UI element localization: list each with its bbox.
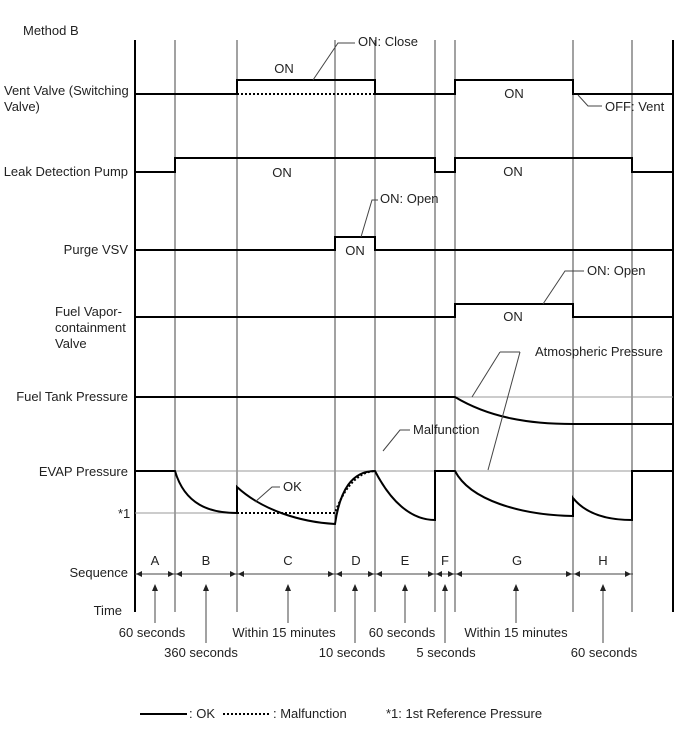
- duration-a: 60 seconds: [119, 625, 186, 640]
- purge-on-label: ON: [345, 243, 365, 258]
- legend-note: *1: 1st Reference Pressure: [386, 706, 542, 721]
- vapor-on-label: ON: [503, 309, 523, 324]
- durations: 60 seconds 360 seconds Within 15 minutes…: [119, 625, 638, 660]
- duration-e: 60 seconds: [369, 625, 436, 640]
- legend-malfunction-text: : Malfunction: [273, 706, 347, 721]
- sequence-letters: A B C D E F G H: [146, 553, 612, 569]
- on-close-label: ON: Close: [358, 34, 418, 49]
- off-vent-label: OFF: Vent: [605, 99, 665, 114]
- duration-f: 5 seconds: [416, 645, 476, 660]
- evap-pressure-signal: OK Malfunction: [135, 422, 673, 526]
- method-title: Method B: [23, 23, 79, 38]
- seq-f: F: [441, 553, 449, 568]
- seq-d: D: [351, 553, 360, 568]
- seq-c: C: [283, 553, 292, 568]
- legend: : OK : Malfunction *1: 1st Reference Pre…: [140, 706, 542, 721]
- fuel-vapor-valve-signal: ON ON: Open: [135, 263, 673, 324]
- legend-ok-text: : OK: [189, 706, 215, 721]
- duration-d: 10 seconds: [319, 645, 386, 660]
- reference-marker: *1: [118, 506, 130, 521]
- sequence-arrows: [135, 571, 633, 577]
- seq-e: E: [401, 553, 410, 568]
- time-label: Time: [94, 603, 122, 618]
- pump-on-label-1: ON: [272, 165, 292, 180]
- vent-valve-label-2: Valve): [4, 99, 40, 114]
- seq-a: A: [151, 553, 160, 568]
- fuel-vapor-valve-label-3: Valve: [55, 336, 87, 351]
- fuel-tank-pressure-label: Fuel Tank Pressure: [16, 389, 128, 404]
- malfunction-label: Malfunction: [413, 422, 479, 437]
- seq-h: H: [598, 553, 607, 568]
- pump-on-label-2: ON: [503, 164, 523, 179]
- purge-vsv-signal: ON ON: Open: [135, 191, 673, 258]
- on-open-label-2: ON: Open: [587, 263, 646, 278]
- seq-g: G: [512, 553, 522, 568]
- sequence-row: A B C D E F G H: [135, 553, 633, 577]
- duration-b: 360 seconds: [164, 645, 238, 660]
- sequence-label: Sequence: [69, 565, 128, 580]
- duration-g: Within 15 minutes: [464, 625, 568, 640]
- duration-h: 60 seconds: [571, 645, 638, 660]
- on-open-label-1: ON: Open: [380, 191, 439, 206]
- vent-on-label-1: ON: [274, 61, 294, 76]
- seq-b: B: [202, 553, 211, 568]
- duration-c: Within 15 minutes: [232, 625, 336, 640]
- frame-lines: [134, 40, 674, 612]
- vent-on-label-2: ON: [504, 86, 524, 101]
- leak-pump-signal: ON ON: [135, 157, 673, 180]
- vent-valve-signal: ON ON ON: Close OFF: Vent: [135, 34, 673, 114]
- purge-vsv-label: Purge VSV: [64, 242, 129, 257]
- ok-label: OK: [283, 479, 302, 494]
- leak-pump-label: Leak Detection Pump: [4, 164, 128, 179]
- row-labels: Vent Valve (Switching Valve) Leak Detect…: [4, 83, 131, 618]
- vent-valve-label-1: Vent Valve (Switching: [4, 83, 129, 98]
- time-arrows: [152, 584, 606, 643]
- atmospheric-pressure-label: Atmospheric Pressure: [535, 344, 663, 359]
- fuel-vapor-valve-label-2: containment: [55, 320, 126, 335]
- fuel-tank-pressure-signal: Atmospheric Pressure: [135, 344, 673, 471]
- fuel-vapor-valve-label-1: Fuel Vapor-: [55, 304, 122, 319]
- phase-boundaries: [174, 40, 633, 612]
- evap-pressure-label: EVAP Pressure: [39, 464, 128, 479]
